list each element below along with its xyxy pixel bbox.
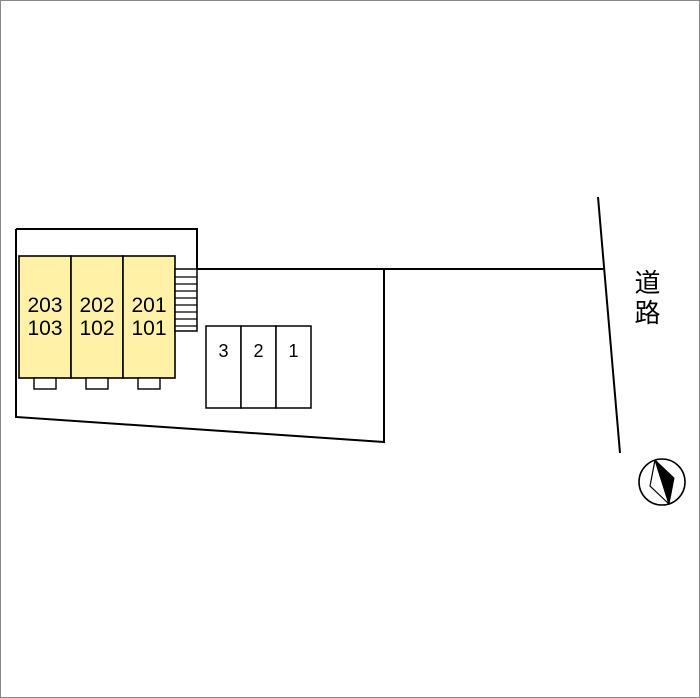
parking-space-label: 3 bbox=[218, 341, 229, 361]
unit-number-upper: 201 bbox=[131, 294, 167, 317]
north-arrow-icon bbox=[638, 458, 686, 506]
unit-entrance bbox=[137, 377, 161, 390]
stairs-icon bbox=[174, 268, 198, 332]
unit-entrances bbox=[33, 377, 161, 390]
stairs-outline bbox=[174, 268, 198, 332]
unit-number-lower: 101 bbox=[131, 317, 167, 340]
unit-label: 202 102 bbox=[71, 256, 123, 378]
road-edge-line bbox=[597, 196, 621, 454]
unit-number-lower: 102 bbox=[79, 317, 115, 340]
parking-spaces bbox=[205, 325, 312, 409]
stairs-steps bbox=[175, 276, 197, 327]
building-unit bbox=[70, 255, 124, 379]
unit-entrance bbox=[33, 377, 57, 390]
parking-space bbox=[205, 325, 242, 409]
parking-space-label: 2 bbox=[253, 341, 264, 361]
site-boundary-line bbox=[15, 228, 605, 444]
building-unit bbox=[18, 255, 72, 379]
building-unit bbox=[122, 255, 176, 379]
parking-space-label: 1 bbox=[288, 341, 299, 361]
unit-number-upper: 203 bbox=[27, 294, 63, 317]
unit-label: 201 101 bbox=[123, 256, 175, 378]
unit-label: 203 103 bbox=[19, 256, 71, 378]
parking-space bbox=[240, 325, 277, 409]
unit-number-upper: 202 bbox=[79, 294, 115, 317]
unit-number-lower: 103 bbox=[27, 317, 63, 340]
road-label: 道路 bbox=[631, 269, 661, 329]
parking-space bbox=[275, 325, 312, 409]
unit-entrance bbox=[85, 377, 109, 390]
building-units bbox=[18, 255, 176, 379]
compass-needle-black-half bbox=[654, 459, 675, 505]
